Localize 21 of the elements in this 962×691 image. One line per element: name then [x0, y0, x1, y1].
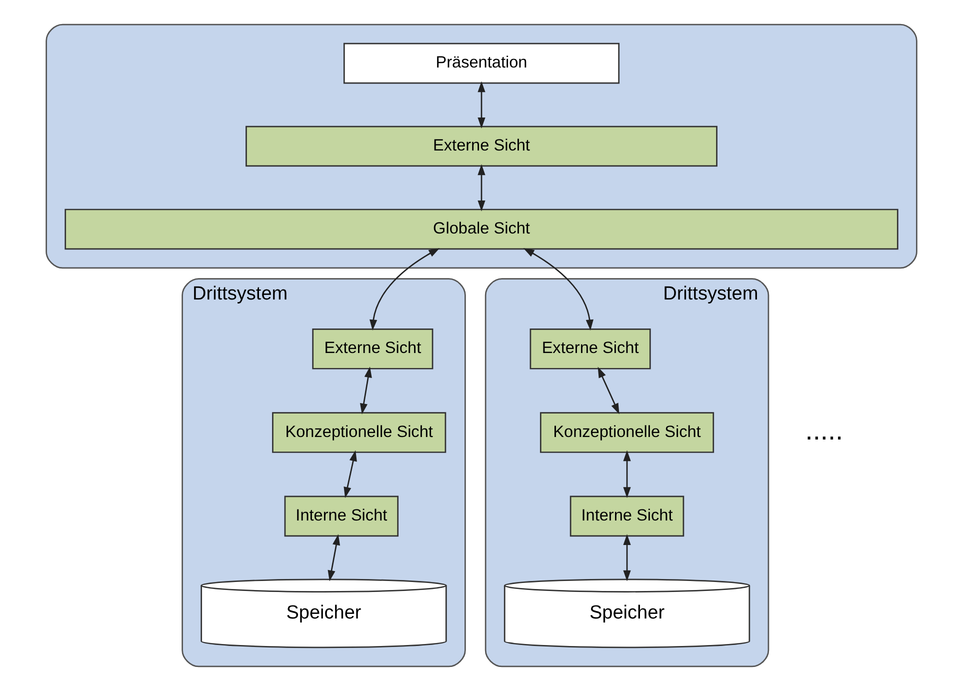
node-box: Konzeptionelle Sicht: [272, 412, 446, 453]
arrow: [359, 366, 372, 414]
arrow: [522, 248, 593, 331]
node-box: Interne Sicht: [284, 496, 398, 537]
node-box: Externe Sicht: [245, 126, 717, 167]
arrow: [343, 450, 356, 498]
arrow: [597, 366, 619, 414]
arrow: [477, 164, 485, 212]
arrow: [477, 81, 485, 128]
arrow: [369, 248, 440, 331]
cluster: [45, 24, 917, 269]
node-box: Externe Sicht: [312, 328, 433, 370]
node-box: Externe Sicht: [529, 328, 650, 370]
node-box: Präsentation: [342, 42, 620, 84]
label: .....: [804, 414, 843, 446]
node-box: Interne Sicht: [569, 496, 684, 537]
arrow: [622, 534, 630, 582]
node-box: Globale Sicht: [64, 208, 898, 250]
arrow: [622, 450, 630, 498]
node-box: Konzeptionelle Sicht: [539, 412, 714, 453]
arrow: [327, 534, 340, 582]
